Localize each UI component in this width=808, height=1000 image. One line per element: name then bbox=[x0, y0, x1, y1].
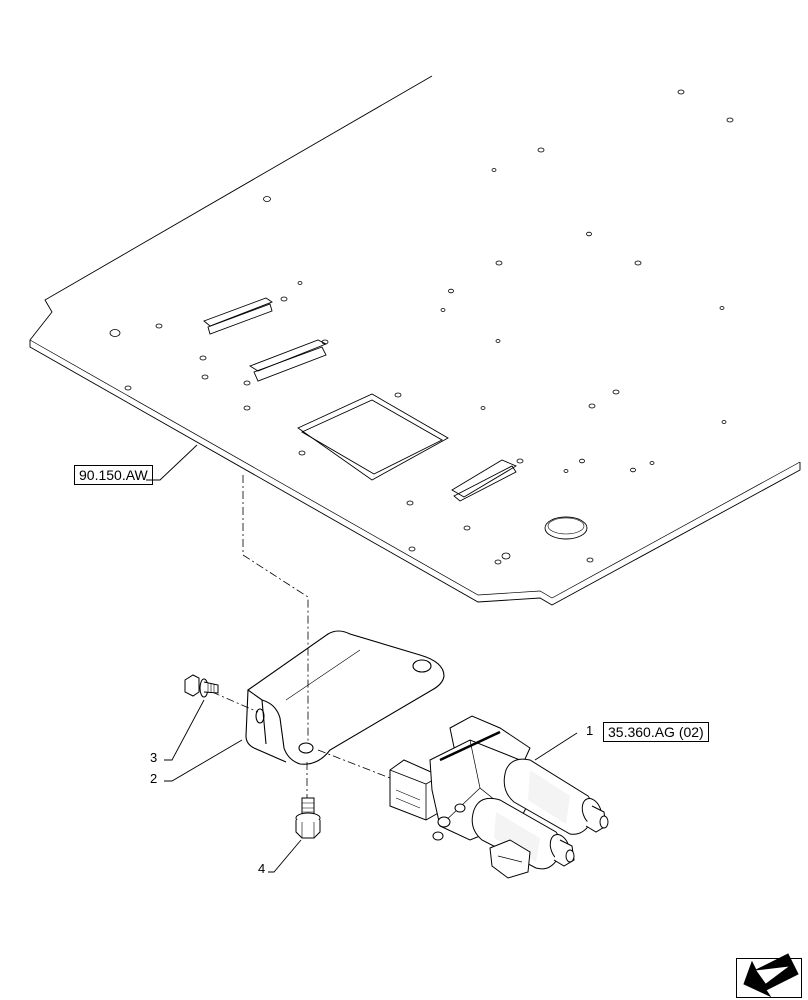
bolt-3 bbox=[184, 674, 219, 698]
callout-2: 2 bbox=[150, 771, 158, 786]
callout-3: 3 bbox=[150, 750, 158, 765]
valve-reference-box[interactable]: 35.360.AG (02) bbox=[603, 722, 709, 742]
assembly-lines bbox=[211, 475, 391, 798]
plate-holes bbox=[109, 89, 734, 565]
callout-1: 1 bbox=[586, 723, 594, 738]
navigation-button[interactable] bbox=[736, 958, 802, 998]
bracket bbox=[245, 630, 445, 765]
plate-reference-box[interactable]: 90.150.AW bbox=[74, 465, 153, 485]
bolt-4 bbox=[295, 797, 321, 839]
floor-plate bbox=[29, 75, 801, 606]
leader-lines bbox=[146, 444, 578, 873]
solenoid-valve bbox=[389, 715, 609, 879]
callout-4: 4 bbox=[258, 861, 266, 876]
